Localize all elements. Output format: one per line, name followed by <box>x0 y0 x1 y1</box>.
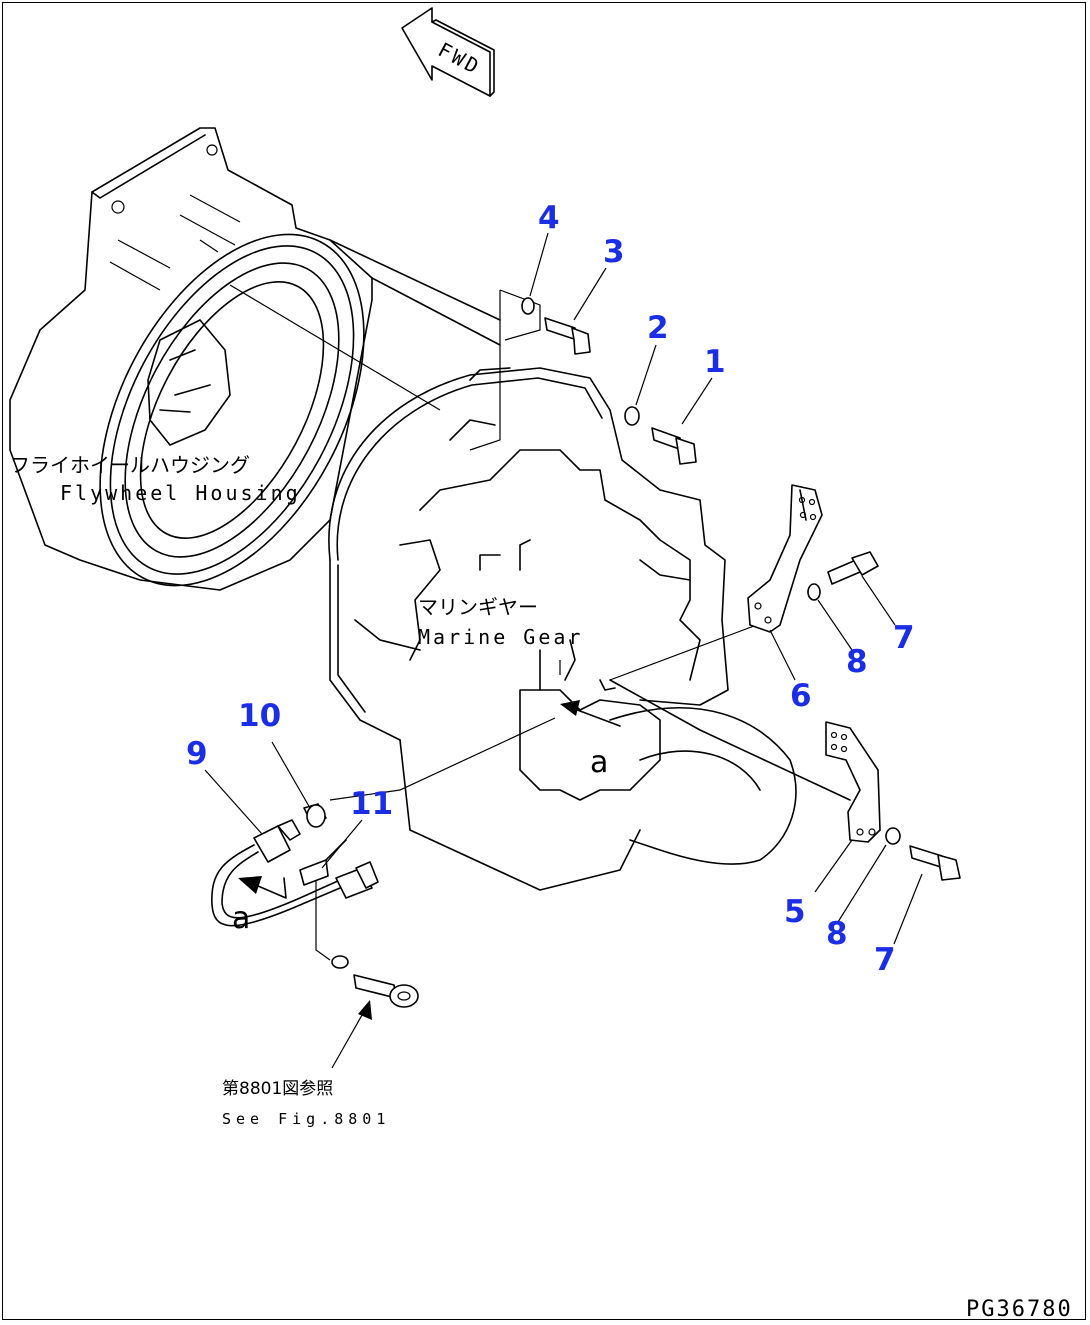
bolt-part-7b <box>909 845 961 881</box>
arrow-a-lower: a <box>232 876 287 936</box>
label-a-upper: a <box>590 745 608 780</box>
drawing-code: PG36780 <box>966 1297 1073 1322</box>
bracket-part-6 <box>747 484 823 633</box>
marine-gear-label-en: Marine Gear <box>418 625 583 649</box>
bolt-part-1 <box>651 427 697 465</box>
reference-label-jp: 第8801図参照 <box>222 1079 333 1099</box>
callout-7a: 7 <box>893 620 915 656</box>
callout-1: 1 <box>704 344 726 380</box>
callout-11: 11 <box>350 786 393 822</box>
callout-8a: 8 <box>846 644 868 680</box>
fwd-arrow-icon: FWD <box>401 7 495 97</box>
callout-5: 5 <box>784 894 806 930</box>
washer-part-2 <box>624 406 640 426</box>
callout-leaders <box>204 232 923 945</box>
washer-part-8b <box>885 827 901 845</box>
marine-gear <box>328 367 851 891</box>
callout-2: 2 <box>647 310 669 346</box>
flywheel-housing-label-en: Flywheel Housing <box>60 481 301 505</box>
flywheel-housing-label-jp: フライホイールハウジング <box>10 453 250 477</box>
adapter-part-10 <box>303 803 327 828</box>
arrow-ref-icon <box>331 1000 372 1069</box>
marine-gear-label-jp: マリンギヤー <box>418 595 538 619</box>
callout-7b: 7 <box>874 942 896 978</box>
callout-3: 3 <box>603 234 625 270</box>
flywheel-housing <box>9 127 501 591</box>
washer-part-8a <box>807 583 821 601</box>
callout-6: 6 <box>790 678 812 714</box>
washer-part-4 <box>521 297 535 315</box>
banjo-bolt <box>353 974 419 1008</box>
washer-lower <box>331 955 349 969</box>
callout-9: 9 <box>186 736 208 772</box>
bracket-part-5 <box>825 721 881 843</box>
bolt-part-3 <box>544 317 591 355</box>
reference-label-en: See Fig.8801 <box>222 1110 390 1128</box>
callout-4: 4 <box>538 200 560 236</box>
callout-8b: 8 <box>826 916 848 952</box>
callout-10: 10 <box>238 698 281 734</box>
label-a-lower: a <box>232 901 250 936</box>
bolt-part-7a <box>827 551 879 585</box>
sensor-part-9 <box>211 819 379 927</box>
arrow-a-upper: a <box>560 700 621 780</box>
